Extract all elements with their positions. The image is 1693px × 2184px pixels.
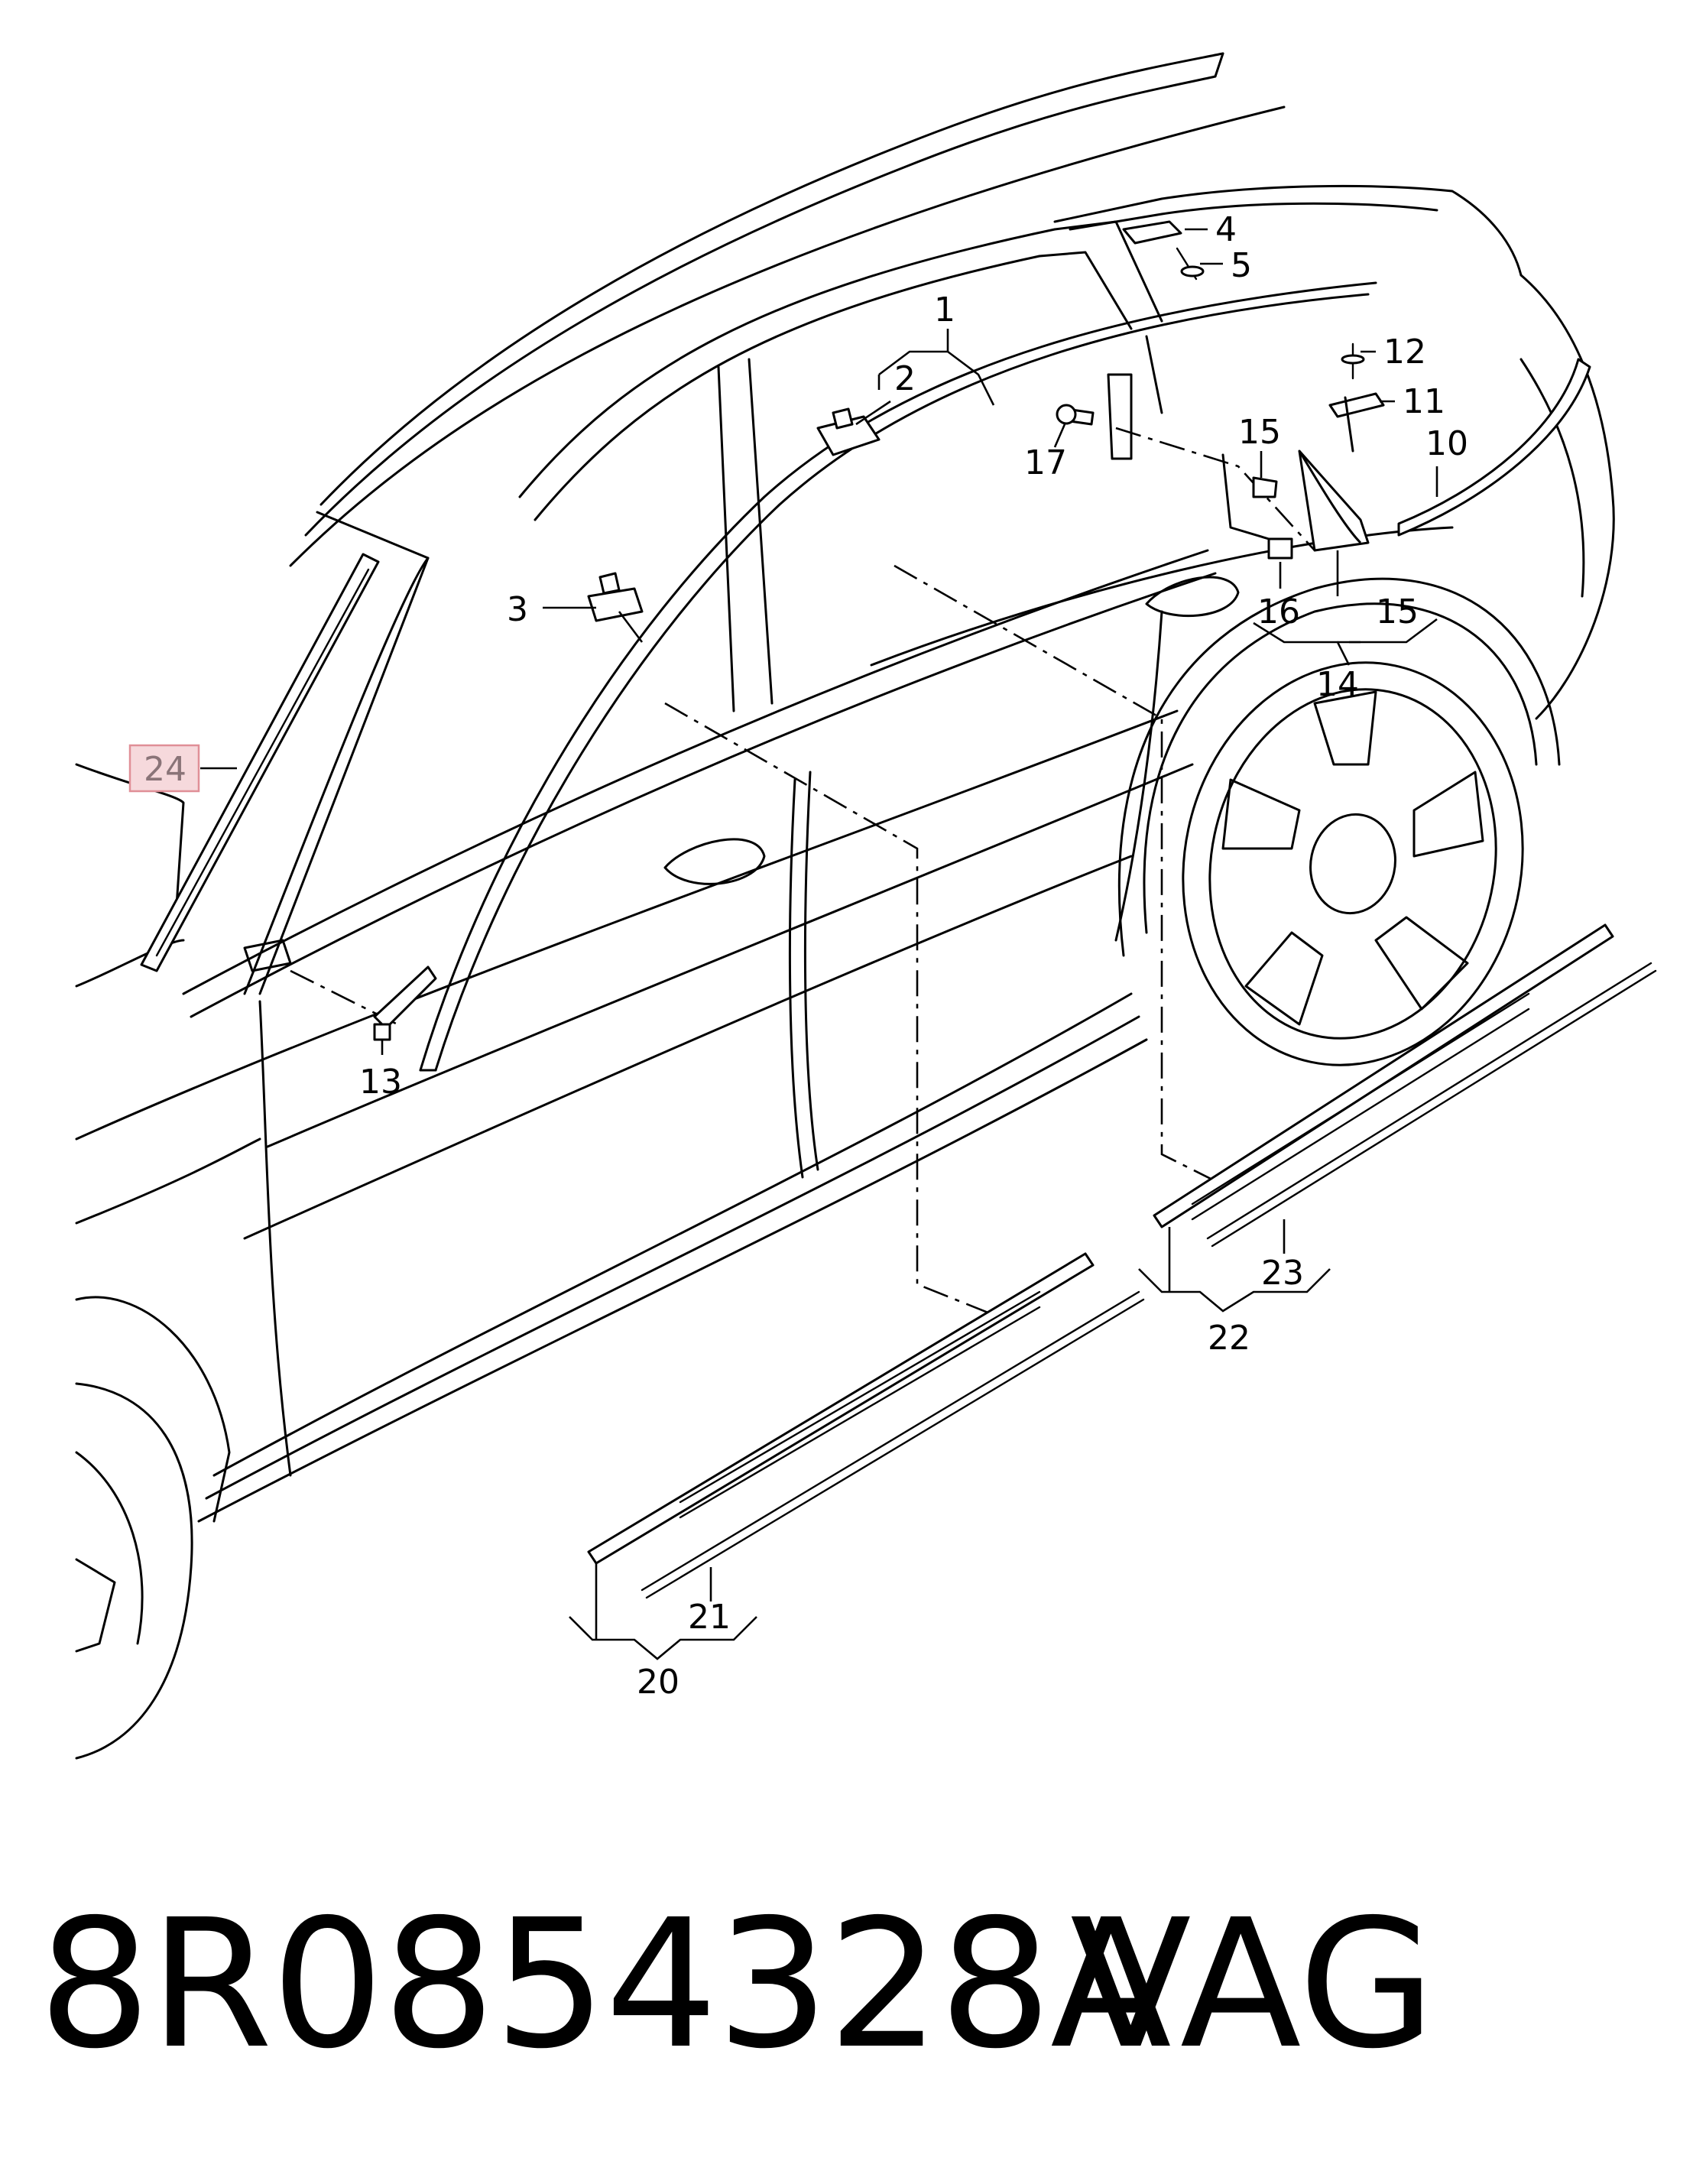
car-body-outline [75, 52, 1615, 1760]
part-5-screw [1176, 247, 1205, 281]
part-21-sill-strip [641, 1290, 1145, 1599]
part-11-clip [1328, 392, 1385, 418]
callout-13: 13 [359, 1063, 402, 1102]
brand-caption: VAG [1070, 1881, 1436, 2088]
callout-15a: 15 [1238, 413, 1281, 452]
part-23-sill-strip [1206, 962, 1657, 1248]
part-number-caption: 8R0854328A [38, 1881, 1172, 2088]
leader-lines [200, 228, 1438, 1660]
callout-22: 22 [1208, 1319, 1250, 1358]
callout-2: 2 [894, 359, 916, 398]
callout-10: 10 [1425, 424, 1468, 463]
callout-21: 21 [688, 1598, 731, 1637]
callout-24-highlight [128, 744, 200, 793]
part-clip-3 [587, 572, 644, 622]
part-15-clip [1252, 476, 1278, 498]
assembly-lines [290, 427, 1315, 1316]
part-22-sill-trim [1153, 923, 1614, 1228]
callout-labels: 1 2 3 4 5 12 11 10 17 15 16 15 14 13 23 … [128, 210, 1468, 1702]
callout-20: 20 [637, 1663, 679, 1702]
callout-14: 14 [1316, 665, 1359, 704]
rear-wheel [1182, 661, 1524, 1066]
part-window-moulding [419, 281, 1377, 1072]
callout-5: 5 [1231, 246, 1252, 285]
callout-16: 16 [1257, 592, 1300, 631]
part-mount-frame [1221, 396, 1354, 540]
part-12-screw [1341, 342, 1365, 380]
part-16-clip [1267, 537, 1293, 560]
part-4-clip [1122, 220, 1182, 245]
callout-24: 24 [144, 750, 186, 789]
part-24-channel [140, 553, 380, 972]
callout-12: 12 [1383, 333, 1426, 372]
callout-4: 4 [1215, 210, 1237, 249]
part-20-sill-trim [587, 1252, 1095, 1565]
callout-15b: 15 [1376, 592, 1419, 631]
part-17-bolt [1056, 404, 1095, 426]
part-14-triangle-trim [1298, 449, 1370, 552]
part-10-strip [1397, 358, 1591, 537]
callout-3: 3 [507, 590, 528, 629]
callout-11: 11 [1403, 382, 1445, 421]
callout-17: 17 [1024, 443, 1067, 482]
part-pillar-trim [1107, 335, 1163, 460]
callout-23: 23 [1261, 1254, 1304, 1293]
part-clip-2 [816, 407, 881, 456]
callout-1: 1 [934, 290, 955, 329]
part-13-bracket [373, 965, 437, 1041]
